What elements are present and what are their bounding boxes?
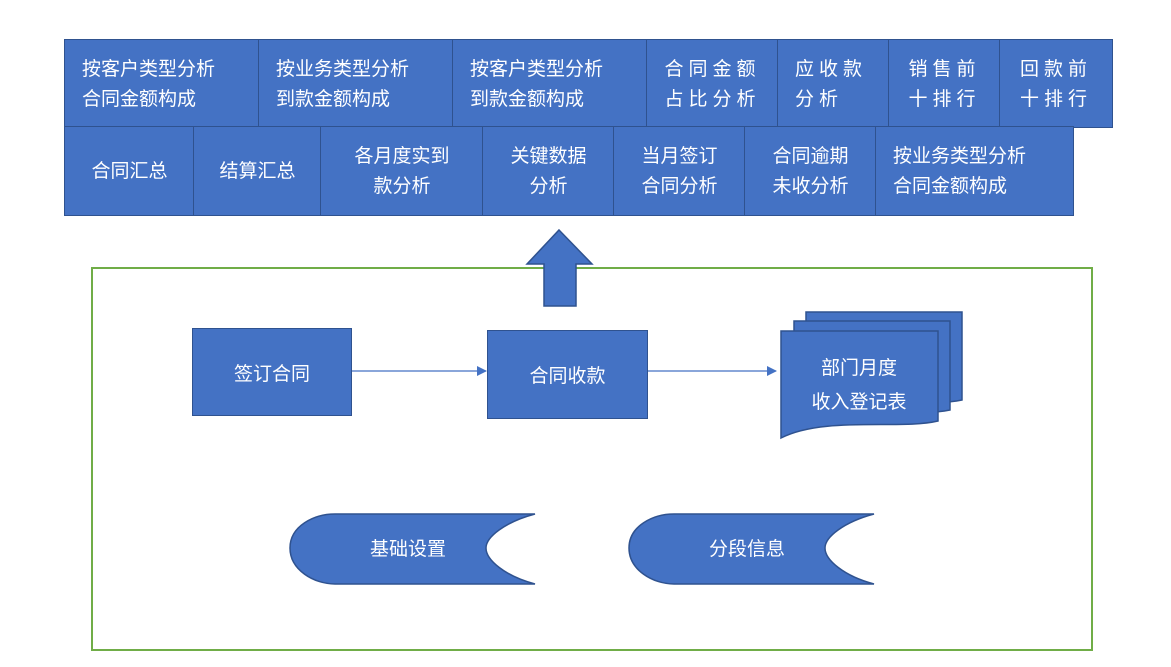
menu-label-line1: 按客户类型分析: [82, 57, 216, 80]
menu-label-line1: 按客户类型分析: [470, 57, 604, 80]
menu-label-line2: 十排行: [908, 87, 981, 110]
menu-label-line2: 占比分析: [664, 87, 761, 110]
menu-customer-type-receipt-amount[interactable]: 按客户类型分析 到款金额构成: [452, 39, 648, 128]
menu-label-line1: 销售前: [908, 57, 981, 80]
menu-collection-top10[interactable]: 回款前 十排行: [999, 39, 1113, 128]
segment-info-label: 分段信息: [709, 538, 785, 560]
menu-label-line2: 款分析: [373, 175, 431, 197]
menu-label-line2: 十排行: [1019, 87, 1092, 110]
dept-register-line1: 部门月度: [821, 357, 897, 379]
sign-contract-label: 签订合同: [233, 362, 310, 385]
menu-sales-top10[interactable]: 销售前 十排行: [888, 39, 1001, 128]
contract-receipt-label: 合同收款: [529, 365, 606, 387]
basic-settings-label: 基础设置: [370, 538, 446, 560]
menu-contract-amount-share[interactable]: 合同金额 占比分析: [646, 39, 779, 128]
menu-receivables-analysis[interactable]: 应收款 分析: [777, 39, 890, 128]
menu-label-line1: 按业务类型分析: [276, 57, 410, 80]
menu-label-line2: 到款金额构成: [470, 87, 585, 110]
menu-label-line2: 合同金额构成: [82, 87, 197, 110]
menu-label-line1: 当月签订: [641, 145, 718, 167]
menu-label-line2: 合同分析: [641, 175, 718, 197]
menu-label-line1: 关键数据: [510, 145, 587, 167]
menu-overdue-uncollected[interactable]: 合同逾期 未收分析: [744, 126, 877, 216]
menu-label-line1: 按业务类型分析: [893, 145, 1027, 167]
menu-label-line1: 合同金额: [664, 57, 761, 80]
menu-settlement-summary[interactable]: 结算汇总: [193, 126, 322, 216]
menu-label: 合同汇总: [91, 160, 168, 182]
menu-label-line1: 应收款: [795, 57, 868, 80]
dept-register-shape[interactable]: 部门月度 收入登记表: [780, 311, 963, 440]
menu-label-line2: 到款金额构成: [276, 87, 391, 110]
menu-label-line1: 各月度实到: [354, 145, 450, 167]
sign-contract-box[interactable]: 签订合同: [192, 328, 352, 416]
menu-business-type-contract-amount[interactable]: 按业务类型分析 合同金额构成: [875, 126, 1074, 216]
menu-monthly-receipt-analysis[interactable]: 各月度实到 款分析: [320, 126, 484, 216]
contract-receipt-box[interactable]: 合同收款: [487, 330, 648, 419]
menu-contract-summary[interactable]: 合同汇总: [64, 126, 195, 216]
dept-register-line2: 收入登记表: [811, 391, 906, 413]
up-arrow-icon: [525, 228, 594, 307]
menu-label: 结算汇总: [219, 160, 296, 182]
menu-label-line2: 分析: [795, 87, 844, 110]
menu-customer-type-contract-amount[interactable]: 按客户类型分析 合同金额构成: [64, 39, 260, 128]
menu-current-month-signed[interactable]: 当月签订 合同分析: [613, 126, 746, 216]
menu-label-line1: 回款前: [1019, 57, 1092, 80]
menu-label-line1: 合同逾期: [772, 145, 849, 167]
menu-label-line2: 分析: [529, 175, 568, 197]
basic-settings-shape[interactable]: 基础设置: [289, 513, 536, 585]
process-frame: [91, 267, 1093, 651]
segment-info-shape[interactable]: 分段信息: [628, 513, 875, 585]
menu-label-line2: 未收分析: [772, 175, 849, 197]
menu-label-line2: 合同金额构成: [893, 175, 1008, 197]
